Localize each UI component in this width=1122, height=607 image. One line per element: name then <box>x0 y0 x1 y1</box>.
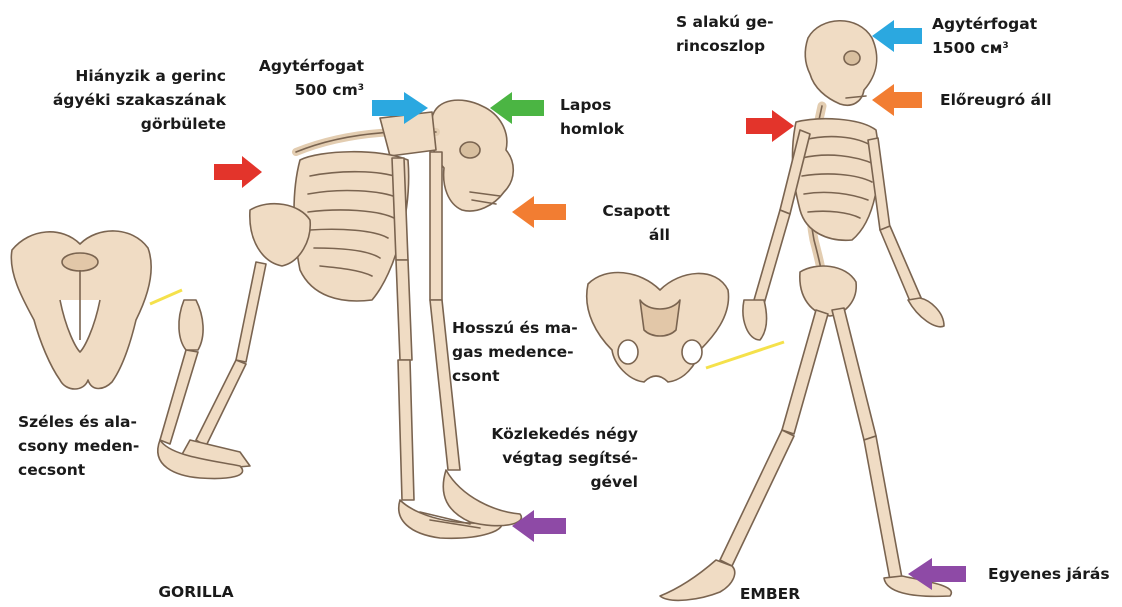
gorilla-chin-label: Csapott áll <box>560 199 670 247</box>
human-spine-arrow <box>746 110 794 142</box>
human-brain-volume-label: Agytérfogat 1500 см3 <box>932 12 1062 60</box>
gorilla-brain-volume-label: Agytérfogat 500 cm3 <box>236 54 364 102</box>
gorilla-chin-arrow <box>512 196 566 228</box>
human-brain-arrow <box>872 20 922 52</box>
gorilla-spine-arrow <box>214 156 262 188</box>
gorilla-pelvis-illustration <box>11 231 151 389</box>
human-chin-label: Előreugró áll <box>940 88 1110 112</box>
gorilla-title: GORILLA <box>136 580 256 604</box>
human-spine-label: S alakú ge- rincoszlop <box>676 10 796 58</box>
human-pelvis-label: Hosszú és ma- gas medence- csont <box>452 316 602 388</box>
human-pelvis-pointer-line <box>706 342 784 368</box>
gorilla-pelvis-label: Széles és ala- csony meden- cecsont <box>18 410 168 482</box>
human-locomotion-label: Egyenes járás <box>988 562 1118 586</box>
human-chin-arrow <box>872 84 922 116</box>
human-title: EMBER <box>720 582 820 606</box>
gorilla-locomotion-label: Közlekedés négy végtag segítsé- gével <box>440 422 638 494</box>
human-pelvis-illustration <box>587 273 729 382</box>
gorilla-forehead-label: Lapos homlok <box>560 93 680 141</box>
gorilla-spine-label: Hiányzik a gerinc ágyéki szakaszának gör… <box>20 64 226 136</box>
gorilla-pelvis-pointer-line <box>150 290 182 304</box>
